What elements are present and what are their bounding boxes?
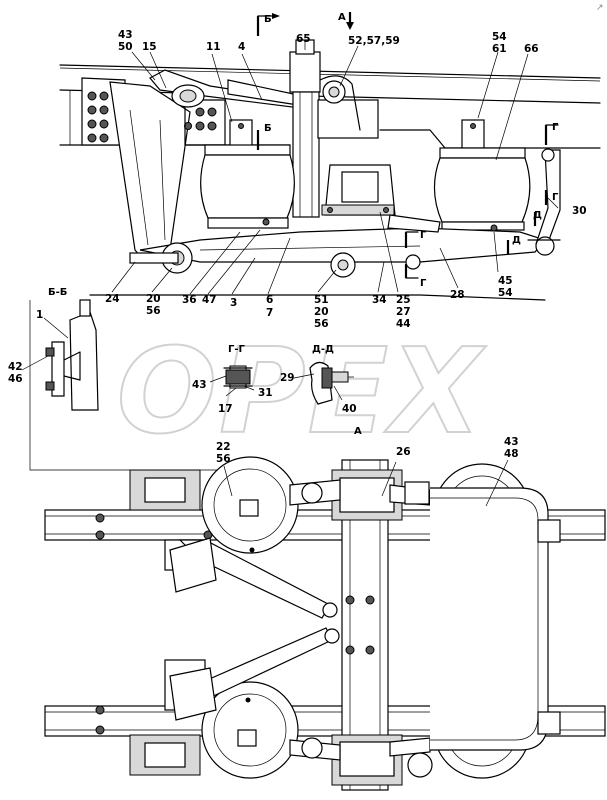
section-gg [223,365,253,389]
pivot-bushings [129,242,421,278]
callout-7: 7 [266,307,273,319]
axle-beam-plan [331,459,403,791]
section-dd [309,361,354,405]
section-bb [45,299,99,411]
callout-26: 26 [396,446,411,458]
section-mark-d-right: Д [533,210,542,221]
section-views-panel [29,294,546,471]
section-mark-g-mid-bot: Г [420,278,427,289]
callout-22: 22 [216,441,231,453]
section-mark-a-bottom: А [354,426,362,437]
axle-u-bracket [321,164,396,216]
callout-56b: 56 [314,318,329,330]
callout-29: 29 [280,372,295,384]
callout-43c: 43 [504,436,519,448]
plan-view [44,456,606,791]
airbag-mount-brackets [229,119,485,149]
callout-31: 31 [258,387,273,399]
callout-3: 3 [230,297,237,309]
callout-66: 66 [524,43,539,55]
callout-52-57-59: 52,57,59 [348,35,400,47]
callout-15: 15 [142,41,157,53]
section-title-gg: Г-Г [228,344,246,355]
section-mark-g-top: Г [552,122,559,133]
air-spring-left [200,144,295,229]
callout-61: 61 [492,43,507,55]
section-mark-g-right: Г [552,192,559,203]
longitudinal-links-plan [289,479,433,778]
callout-6: 6 [266,294,273,306]
upper-link [149,69,301,109]
leader-lines [21,40,559,507]
callout-4: 4 [238,41,245,53]
callout-56c: 56 [216,453,231,465]
callout-numbers: 43 50 15 11 4 65 52,57,59 54 61 66 30 24… [8,29,587,465]
bracket-bolts [87,91,217,143]
section-arrows-side [256,12,559,279]
rear-link [527,148,561,256]
callout-43: 43 [118,29,133,41]
section-mark-d-right2: Д [512,235,521,246]
callout-27: 27 [396,306,411,318]
section-title-dd: Д-Д [312,344,334,355]
callout-50: 50 [118,41,133,53]
callout-47: 47 [202,294,217,306]
callout-30: 30 [572,205,587,217]
section-title-bb: Б-Б [48,287,67,298]
section-mark-g-mid-top: Г [420,230,427,241]
callout-11: 11 [206,41,221,53]
section-mark-a-top: А [338,12,346,23]
watermark-text: OPEX [117,322,486,460]
callout-43b: 43 [192,379,207,391]
section-mark-letters: Б Б А Г Г Г Г Д Д А [264,12,559,437]
callout-65: 65 [296,33,311,45]
front-bracket [81,77,226,263]
callout-54b: 54 [498,287,513,299]
callout-28: 28 [450,289,465,301]
callout-36: 36 [182,294,197,306]
section-mark-b-side: Б [264,123,272,134]
torque-rods-plan [169,537,340,721]
callout-42: 42 [8,361,23,373]
callout-20b: 20 [314,306,329,318]
side-view [59,12,601,279]
air-spring-right [433,147,531,232]
callout-20: 20 [146,293,161,305]
callout-54: 54 [492,31,507,43]
callout-25: 25 [396,294,411,306]
rear-cross-brace-plan [430,487,561,751]
callout-56: 56 [146,305,161,317]
section-mark-b-top: Б [264,14,272,25]
callout-1: 1 [36,309,43,321]
corner-mark: ↗ [596,3,604,13]
center-column [289,39,379,218]
callout-46: 46 [8,373,23,385]
callout-45: 45 [498,275,513,287]
callout-40: 40 [342,403,357,415]
callout-51: 51 [314,294,329,306]
callout-44: 44 [396,318,411,330]
section-titles: Б-Б Г-Г Д-Д [48,287,334,355]
callout-17: 17 [218,403,233,415]
callout-48: 48 [504,448,519,460]
callout-34: 34 [372,294,387,306]
callout-24: 24 [105,293,120,305]
